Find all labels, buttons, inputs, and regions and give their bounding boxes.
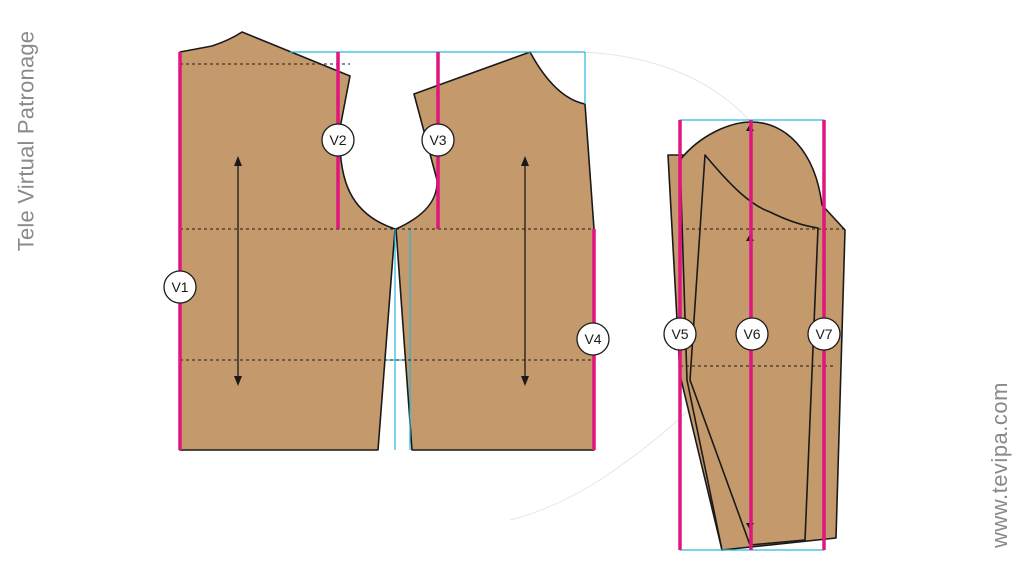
label-v1-circle <box>163 270 197 304</box>
label-v7-circle <box>807 317 841 351</box>
label-v4-circle <box>576 322 610 356</box>
label-v6-circle <box>735 317 769 351</box>
label-v4-text: V4 <box>584 331 601 347</box>
label-v4: V4 <box>576 322 610 356</box>
label-v3: V3 <box>421 123 455 157</box>
label-v5-circle <box>663 317 697 351</box>
grainline-back-bottom-arrow <box>234 376 242 386</box>
label-v1-text: V1 <box>171 279 188 295</box>
label-v1: V1 <box>163 270 197 304</box>
label-v3-circle <box>421 123 455 157</box>
front-bodice-piece <box>395 51 595 451</box>
grainline-front-top-arrow <box>521 156 529 166</box>
back-bodice-piece <box>179 31 396 451</box>
grainline-front-bottom-arrow <box>521 376 529 386</box>
label-v2-text: V2 <box>329 132 346 148</box>
label-v2-circle <box>321 123 355 157</box>
label-v5: V5 <box>663 317 697 351</box>
label-v2: V2 <box>321 123 355 157</box>
grainline-back-top-arrow <box>234 156 242 166</box>
label-v7: V7 <box>807 317 841 351</box>
label-v6-text: V6 <box>743 326 760 342</box>
label-v7-text: V7 <box>815 326 832 342</box>
label-v3-text: V3 <box>429 132 446 148</box>
label-v6: V6 <box>735 317 769 351</box>
label-v5-text: V5 <box>671 326 688 342</box>
